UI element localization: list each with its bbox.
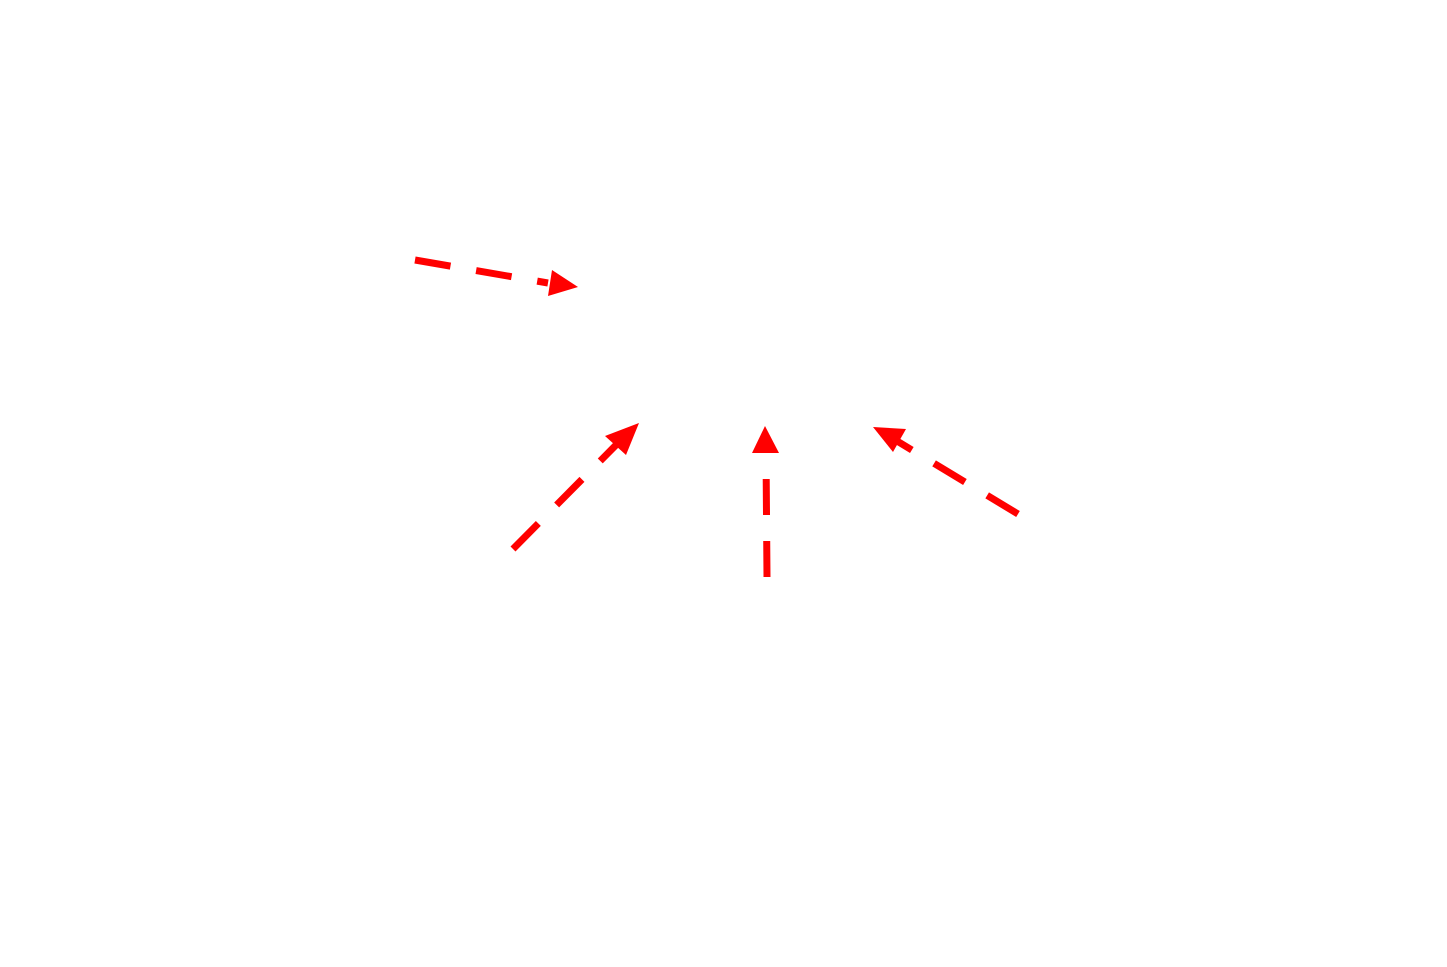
dashed-arrow-pointing-up-right	[510, 423, 639, 552]
arrow-head	[605, 423, 639, 455]
arrow-shaft	[414, 256, 549, 287]
arrow-shaft	[895, 438, 1020, 517]
arrow-shaft	[510, 440, 621, 552]
arrow-head	[548, 270, 578, 296]
dashed-arrow-pointing-up-left	[873, 427, 1020, 517]
arrow-head	[873, 427, 906, 452]
dashed-arrow-pointing-up	[752, 426, 779, 578]
dashed-arrow-pointing-right	[414, 256, 578, 296]
arrow-head	[752, 426, 779, 453]
arrow-shaft	[762, 451, 771, 578]
